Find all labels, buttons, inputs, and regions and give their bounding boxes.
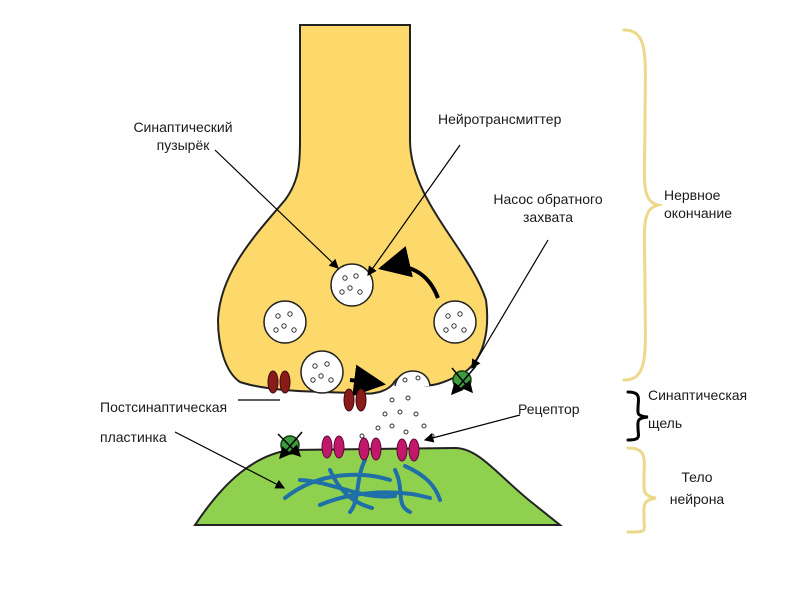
- neurotransmitter-label: Нейротрансмиттер: [438, 111, 562, 127]
- postsynaptic-membrane-label: Постсинаптическая пластинка: [100, 398, 227, 446]
- vesicle: [330, 263, 374, 307]
- vesicle-label-line2: пузырёк: [156, 137, 210, 153]
- region-braces: [622, 28, 664, 534]
- vesicle-label-line1: Синаптический: [133, 119, 233, 135]
- releasing-vesicle: [394, 370, 431, 387]
- cleft-line1: Синаптическая: [648, 387, 748, 403]
- vesicle: [300, 350, 344, 394]
- neuron-body-line1: Тело: [681, 469, 713, 485]
- reuptake-label-line1: Насос обратного: [493, 191, 603, 207]
- neuron-body: [193, 446, 563, 526]
- cytoskeleton-filaments: [283, 458, 442, 514]
- synaptic-vesicles: [263, 263, 477, 394]
- vesicle-label: Синаптический пузырёк: [118, 118, 248, 154]
- reuptake-pump-label: Насос обратного захвата: [478, 190, 618, 226]
- cleft-brace: [626, 390, 649, 442]
- synaptic-cleft-region-label: Синаптическая щель: [648, 386, 747, 432]
- postsynaptic-label-line2: пластинка: [100, 429, 167, 445]
- neuron-body-region-label: Тело нейрона: [662, 468, 732, 508]
- label-pointers: [174, 144, 549, 489]
- pump-arrows: [277, 365, 477, 460]
- ion-channels: [267, 370, 367, 412]
- reuptake-label-line2: захвата: [522, 209, 573, 225]
- neuron-body-line2: нейрона: [669, 491, 725, 507]
- release-arrow: [349, 364, 386, 397]
- nerve-ending-line1: Нервное: [664, 187, 721, 203]
- vesicle: [433, 300, 477, 344]
- cleft-line2: щель: [648, 415, 683, 431]
- vesicle-recycling-arrow: [378, 246, 440, 299]
- vesicle: [263, 300, 307, 344]
- nerve-ending-region-label: Нервное окончание: [664, 186, 732, 222]
- postsynaptic-label-line1: Постсинаптическая: [100, 399, 228, 415]
- nerve-ending-line2: окончание: [664, 205, 733, 221]
- receptors: [321, 435, 420, 462]
- receptor-label: Рецептор: [518, 401, 580, 417]
